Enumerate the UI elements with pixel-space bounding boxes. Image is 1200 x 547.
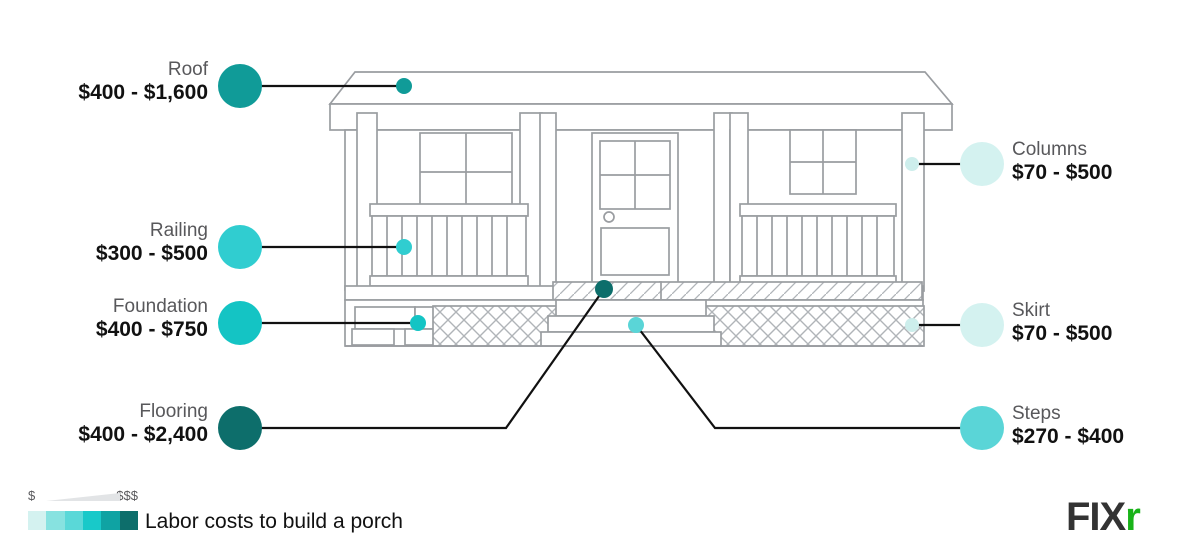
callout-category-steps: Steps: [1012, 403, 1061, 424]
legend-swatch-4: [82, 511, 102, 530]
callout-price-roof: $400 - $1,600: [78, 80, 208, 104]
callout-price-steps: $270 - $400: [1012, 424, 1125, 448]
legend-swatch-6: [119, 511, 138, 530]
label-dot-columns[interactable]: [960, 142, 1004, 186]
legend-wedge-icon: [46, 493, 120, 501]
callout-steps: Steps $270 - $400: [1012, 404, 1124, 449]
callout-price-foundation: $400 - $750: [95, 317, 208, 341]
legend-swatch-5: [101, 511, 120, 530]
leader-line-steps: [635, 324, 980, 430]
callout-category-railing: Railing: [149, 220, 208, 241]
callout-railing: Railing $300 - $500: [0, 221, 208, 266]
center-bay: [539, 112, 733, 292]
legend-swatch-1: [28, 511, 47, 530]
callout-flooring: Flooring $400 - $2,400: [0, 402, 208, 447]
label-dot-foundation[interactable]: [218, 301, 262, 345]
legend-scale: $ $$$: [28, 487, 138, 507]
label-dot-flooring[interactable]: [218, 406, 262, 450]
callout-category-foundation: Foundation: [112, 296, 208, 317]
legend-swatches: [28, 511, 138, 530]
logo-accent-text: r: [1125, 495, 1141, 539]
anchor-dot-columns[interactable]: [905, 157, 919, 171]
callout-price-columns: $70 - $500: [1012, 160, 1113, 184]
anchor-dot-foundation[interactable]: [410, 315, 426, 331]
anchor-dot-steps[interactable]: [628, 317, 644, 333]
label-dot-railing[interactable]: [218, 225, 262, 269]
legend-low-label: $: [28, 488, 36, 503]
legend-swatch-3: [64, 511, 83, 530]
logo-primary-text: FIX: [1066, 495, 1126, 539]
callout-price-skirt: $70 - $500: [1012, 321, 1113, 345]
anchor-dot-railing[interactable]: [396, 239, 412, 255]
fixr-logo[interactable]: FIXr: [1066, 495, 1141, 539]
callout-category-flooring: Flooring: [139, 401, 208, 422]
legend-caption: Labor costs to build a porch: [145, 510, 403, 533]
callout-skirt: Skirt $70 - $500: [1012, 301, 1112, 346]
label-dot-steps[interactable]: [960, 406, 1004, 450]
callout-category-columns: Columns: [1012, 139, 1087, 160]
anchor-dot-skirt[interactable]: [905, 318, 919, 332]
label-dot-roof[interactable]: [218, 64, 262, 108]
callout-roof: Roof $400 - $1,600: [0, 60, 208, 105]
callout-price-flooring: $400 - $2,400: [78, 422, 208, 446]
anchor-dot-flooring[interactable]: [595, 280, 613, 298]
label-dot-skirt[interactable]: [960, 303, 1004, 347]
callout-foundation: Foundation $400 - $750: [0, 297, 208, 342]
callout-columns: Columns $70 - $500: [1012, 140, 1112, 185]
legend-high-label: $$$: [116, 488, 138, 503]
leader-line-flooring: [240, 288, 605, 430]
roof-shape: [328, 71, 954, 131]
legend-swatch-2: [46, 511, 65, 530]
right-bay: [729, 112, 925, 292]
callout-category-roof: Roof: [167, 59, 208, 80]
anchor-dot-roof[interactable]: [396, 78, 412, 94]
callout-category-skirt: Skirt: [1012, 300, 1050, 321]
callout-price-railing: $300 - $500: [95, 241, 208, 265]
legend: $ $$$: [28, 487, 138, 530]
